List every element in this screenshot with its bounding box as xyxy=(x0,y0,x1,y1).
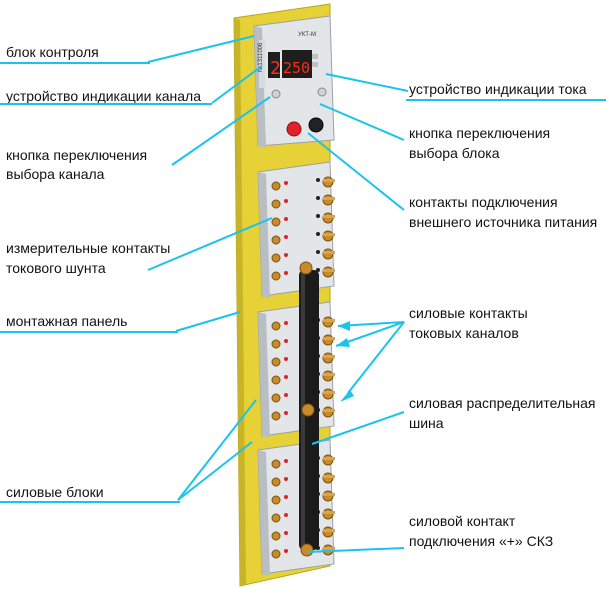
channel-led xyxy=(316,250,320,254)
indicator-led xyxy=(284,199,288,203)
leader-lines xyxy=(147,35,409,553)
label-control-unit: блок контроля xyxy=(6,44,99,60)
indicator-led xyxy=(284,477,288,481)
label-power-blocks: силовые блоки xyxy=(6,484,104,500)
channel-led xyxy=(316,232,320,236)
indicator-led xyxy=(284,393,288,397)
current-display-value: 250 xyxy=(283,59,310,77)
label-current-indicator: устройство индикации тока xyxy=(409,81,587,97)
indicator-led xyxy=(284,531,288,535)
model-label: УКТ-М xyxy=(298,32,316,38)
indicator-led xyxy=(284,235,288,239)
external-power-minus[interactable] xyxy=(308,117,324,133)
label-power-contacts-2: токовых каналов xyxy=(409,325,519,341)
external-power-plus[interactable] xyxy=(286,121,302,137)
serial-label: №1311006 xyxy=(257,42,264,72)
label-shunt-contacts-2: токового шунта xyxy=(6,260,106,276)
shunt-contact[interactable] xyxy=(271,393,281,403)
shunt-contact[interactable] xyxy=(271,513,281,523)
shunt-contact[interactable] xyxy=(271,199,281,209)
label-plus-contact-2: подключения «+» СКЗ xyxy=(409,533,554,549)
indicator-led xyxy=(284,181,288,185)
shunt-contact[interactable] xyxy=(271,235,281,245)
indicator-led xyxy=(284,495,288,499)
channel-led xyxy=(316,214,320,218)
channel-switch-button[interactable] xyxy=(271,89,281,99)
shunt-contact[interactable] xyxy=(271,181,281,191)
shunt-contact[interactable] xyxy=(271,495,281,505)
current-display xyxy=(282,50,312,78)
label-shunt-contacts-1: измерительные контакты xyxy=(6,240,171,256)
label-busbar-1: силовая распределительная xyxy=(409,395,596,411)
indicator-led xyxy=(284,513,288,517)
indicator-led xyxy=(284,339,288,343)
shunt-contact[interactable] xyxy=(271,477,281,487)
label-external-power-1: контакты подключения xyxy=(409,194,558,210)
label-channel-indicator: устройство индикации канала xyxy=(6,88,202,104)
indicator-led xyxy=(284,411,288,415)
shunt-contact[interactable] xyxy=(271,217,281,227)
indicator-led xyxy=(284,217,288,221)
label-block-button-1: кнопка переключения xyxy=(409,125,551,141)
shunt-contact[interactable] xyxy=(271,411,281,421)
indicator-led xyxy=(284,459,288,463)
indicator-led xyxy=(284,271,288,275)
shunt-contact[interactable] xyxy=(271,549,281,559)
label-channel-button-1: кнопка переключения xyxy=(6,147,148,163)
label-busbar-2: шина xyxy=(409,415,444,431)
label-power-contacts-1: силовые контакты xyxy=(409,305,528,321)
indicator-led xyxy=(284,375,288,379)
shunt-contact[interactable] xyxy=(271,339,281,349)
shunt-contact[interactable] xyxy=(271,321,281,331)
shunt-contact[interactable] xyxy=(271,531,281,541)
shunt-contact[interactable] xyxy=(271,271,281,281)
shunt-contact[interactable] xyxy=(271,357,281,367)
plus-skz-contact[interactable] xyxy=(300,543,314,557)
shunt-contact[interactable] xyxy=(271,253,281,263)
label-channel-button-2: выбора канала xyxy=(6,166,105,182)
channel-led xyxy=(316,196,320,200)
label-external-power-2: внешнего источника питания xyxy=(409,214,598,230)
label-plus-contact-1: силовой контакт xyxy=(409,513,516,529)
label-mounting-panel: монтажная панель xyxy=(6,313,128,329)
shunt-contact[interactable] xyxy=(271,375,281,385)
power-block xyxy=(257,161,335,297)
block-switch-button[interactable] xyxy=(317,87,327,97)
channel-led xyxy=(316,178,320,182)
label-block-button-2: выбора блока xyxy=(409,145,500,161)
channel-display-value: 2 xyxy=(270,58,281,79)
channel-display xyxy=(268,52,280,78)
indicator-led xyxy=(284,357,288,361)
indicator-led xyxy=(284,549,288,553)
indicator-led xyxy=(284,253,288,257)
shunt-contact[interactable] xyxy=(271,459,281,469)
indicator-led xyxy=(284,321,288,325)
control-unit xyxy=(253,15,335,148)
